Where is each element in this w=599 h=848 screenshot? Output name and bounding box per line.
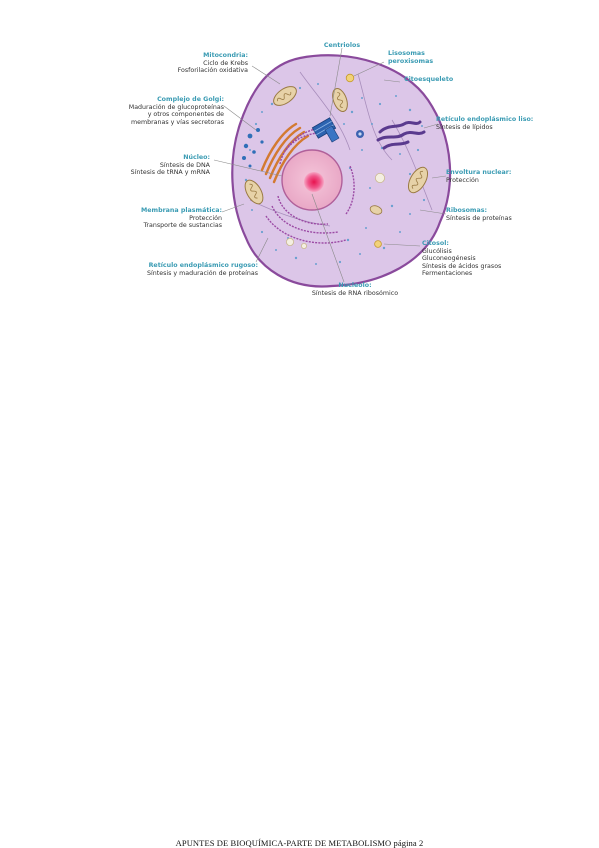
label-line: Transporte de sustancias xyxy=(143,222,222,230)
leader-lines xyxy=(213,47,447,283)
label-title: Envoltura nuclear: xyxy=(446,169,512,176)
label-title: Citosol: xyxy=(422,240,449,247)
label-ribosomas: Ribosomas: Síntesis de proteínas xyxy=(446,207,526,222)
label-title: Retículo endoplásmico liso: xyxy=(436,116,534,123)
smooth-er xyxy=(376,120,426,150)
label-golgi: Complejo de Golgi: Maduración de glucopr… xyxy=(128,96,224,126)
label-mitocondria: Mitocondria: Ciclo de Krebs Fosforilació… xyxy=(168,52,248,75)
label-citosol: Citosol: Glucólisis Gluconeogénesis Sínt… xyxy=(422,240,512,278)
label-line: Protección xyxy=(446,176,479,184)
label-line: Protección xyxy=(189,214,222,222)
label-line: Síntesis de lípidos xyxy=(436,123,493,131)
cell-diagram xyxy=(213,47,452,288)
label-rer: Retículo endoplásmico rugoso: Síntesis y… xyxy=(140,262,258,277)
label-nucleo: Núcleo: Síntesis de DNA Síntesis de tRNA… xyxy=(128,154,210,177)
label-title: Complejo de Golgi: xyxy=(157,96,224,103)
label-line: Síntesis de ácidos grasos xyxy=(422,262,502,270)
label-title-2: peroxisomas xyxy=(388,57,434,65)
label-nucleolo: Nucleolo: Síntesis de RNA ribosómico xyxy=(300,282,410,297)
golgi-vesicles xyxy=(242,128,264,168)
label-line: Síntesis de proteínas xyxy=(446,214,512,222)
mitochondria xyxy=(244,86,429,215)
label-line: Gluconeogénesis xyxy=(422,255,476,263)
label-title: Centriolos xyxy=(323,42,361,49)
label-title: Mitocondria: xyxy=(203,52,248,59)
label-citoesqueleto: Citoesqueleto xyxy=(404,76,464,84)
label-title: Nucleolo: xyxy=(338,282,372,289)
label-rel: Retículo endoplásmico liso: Síntesis de … xyxy=(436,116,536,131)
label-line: Síntesis de DNA xyxy=(159,161,210,169)
label-title: Núcleo: xyxy=(183,154,210,161)
label-title: Ribosomas: xyxy=(446,207,487,214)
label-title: Retículo endoplásmico rugoso: xyxy=(148,262,258,269)
label-line: Fermentaciones xyxy=(422,270,473,278)
label-lisosomas: Lisosomas peroxisomas xyxy=(388,50,458,65)
label-title: Citoesqueleto xyxy=(404,76,454,83)
label-line: Fosforilación oxidativa xyxy=(177,67,248,75)
label-line: membranas y vías secretoras xyxy=(130,118,224,126)
page-footer: APUNTES DE BIOQUÍMICA-PARTE DE METABOLIS… xyxy=(175,838,424,848)
label-line: Ciclo de Krebs xyxy=(203,59,248,67)
label-line: Maduración de glucoproteínas xyxy=(128,103,224,111)
nucleolus xyxy=(304,172,324,192)
label-line: Síntesis de tRNA y mRNA xyxy=(130,169,210,177)
label-line: Glucólisis xyxy=(422,247,452,255)
label-envoltura: Envoltura nuclear: Protección xyxy=(446,169,526,184)
label-membrana: Membrana plasmática: Protección Transpor… xyxy=(130,207,222,230)
label-title: Lisosomas xyxy=(388,50,425,57)
lysosomes xyxy=(285,73,385,249)
lysosome-star xyxy=(356,130,364,138)
label-centriolos: Centriolos xyxy=(312,42,372,50)
label-line: y otros componentes de xyxy=(147,111,224,119)
label-line: Síntesis de RNA ribosómico xyxy=(311,289,399,297)
label-title: Membrana plasmática: xyxy=(140,207,222,214)
label-line: Síntesis y maduración de proteínas xyxy=(146,269,258,277)
